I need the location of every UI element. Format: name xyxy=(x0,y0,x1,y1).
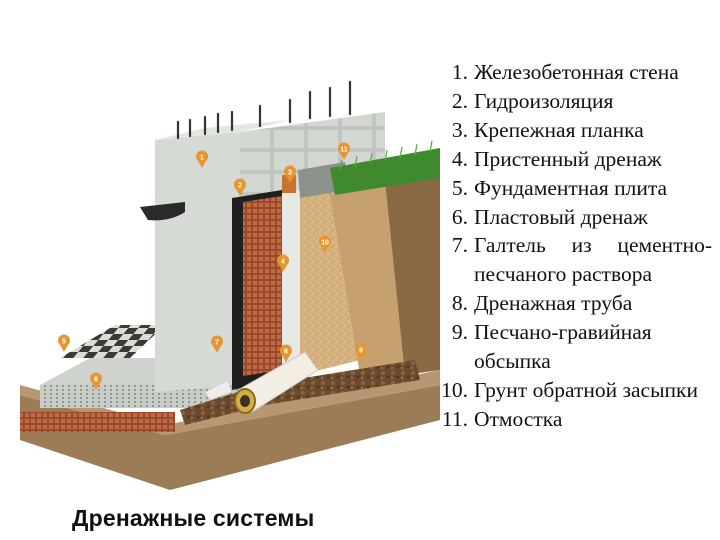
legend-item: 8.Дренажная труба xyxy=(428,289,712,318)
marker-11: 11 xyxy=(338,142,351,160)
page-caption: Дренажные системы xyxy=(72,505,315,531)
layer-drainage xyxy=(20,412,175,432)
marker-9: 9 xyxy=(355,343,367,361)
markers: 1 2 3 4 5 6 7 8 9 10 11 xyxy=(58,142,367,390)
legend-item: 3.Крепежная планка xyxy=(428,116,712,145)
legend-item-label: Гидроизоляция xyxy=(474,88,614,113)
svg-text:8: 8 xyxy=(284,349,288,356)
drainage-pipe xyxy=(234,351,319,414)
legend-item-label: Песчано-гравийная обсыпка xyxy=(474,320,652,374)
backfill-side xyxy=(385,170,440,375)
legend-item: 6.Пластовый дренаж xyxy=(428,203,712,232)
legend-item-number: 10. xyxy=(441,377,468,402)
drainage-system-diagram: 1 2 3 4 5 6 7 8 9 10 11 xyxy=(20,80,440,490)
svg-text:3: 3 xyxy=(288,170,292,177)
legend-item: 1.Железобетонная стена xyxy=(428,58,712,87)
legend-item: 10.Грунт обратной засыпки xyxy=(428,376,712,405)
legend-item-number: 8. xyxy=(451,291,468,316)
marker-5: 5 xyxy=(58,334,70,352)
marker-4: 4 xyxy=(277,254,289,272)
legend-item-label: Крепежная планка xyxy=(474,117,644,142)
legend-item-number: 1. xyxy=(451,60,468,84)
svg-text:10: 10 xyxy=(321,240,329,247)
legend-item-number: 5. xyxy=(451,175,468,200)
svg-text:11: 11 xyxy=(340,147,348,154)
svg-text:4: 4 xyxy=(281,259,285,266)
legend-item-label: Железобетонная стена xyxy=(474,60,679,84)
legend-item-label: Фундаментная плита xyxy=(474,175,668,200)
legend-item-number: 6. xyxy=(451,204,468,229)
svg-text:5: 5 xyxy=(62,339,66,346)
svg-text:9: 9 xyxy=(359,348,363,355)
wall-drainage-geotextile xyxy=(282,190,300,375)
svg-text:1: 1 xyxy=(200,155,204,162)
legend-item-number: 7. xyxy=(451,233,468,258)
gutter xyxy=(140,202,185,221)
legend-item-label: Грунт обратной засыпки xyxy=(474,377,699,402)
legend-item-number: 4. xyxy=(451,146,468,171)
svg-text:6: 6 xyxy=(94,377,98,384)
tiled-floor xyxy=(60,325,165,358)
legend-item: 11.Отмостка xyxy=(428,405,712,434)
legend-item-label: Дренажная труба xyxy=(474,291,633,316)
marker-1: 1 xyxy=(196,150,209,168)
svg-text:7: 7 xyxy=(215,340,219,347)
sand-gravel-backfill xyxy=(300,185,360,375)
legend-item-label: Пристенный дренаж xyxy=(474,146,662,171)
concrete-wall-top xyxy=(155,120,290,140)
wall-drainage-membrane xyxy=(243,196,282,376)
legend-item: 9.Песчано-гравийная обсыпка xyxy=(428,318,712,376)
cement-fillet xyxy=(204,379,233,401)
legend-item: 7.Галтель из цементно-песчаного раствора xyxy=(428,231,712,289)
concrete-wall-front xyxy=(155,132,240,392)
marker-2: 2 xyxy=(234,178,246,196)
legend-item: 2.Гидроизоляция xyxy=(428,87,712,116)
ground-base xyxy=(20,385,440,490)
legend-item: 5.Фундаментная плита xyxy=(428,174,712,203)
rebar xyxy=(176,80,352,140)
marker-3: 3 xyxy=(284,165,297,183)
legend-item-label: Галтель из цементно-песчаного раствора xyxy=(474,233,712,287)
marker-6: 6 xyxy=(90,372,103,390)
legend-item-number: 3. xyxy=(451,117,468,142)
grass-blades xyxy=(339,140,433,171)
legend-item-number: 11. xyxy=(441,406,468,431)
marker-8: 8 xyxy=(280,344,292,362)
marker-10: 10 xyxy=(319,235,331,253)
legend-item-label: Пластовый дренаж xyxy=(474,204,648,229)
svg-text:2: 2 xyxy=(238,183,242,190)
marker-7: 7 xyxy=(211,335,223,353)
legend-item-label: Отмостка xyxy=(474,406,563,431)
legend-item-number: 9. xyxy=(451,320,468,345)
legend-item: 4.Пристенный дренаж xyxy=(428,145,712,174)
grass xyxy=(330,148,440,195)
mounting-strip xyxy=(282,175,296,193)
legend-item-number: 2. xyxy=(451,88,468,113)
